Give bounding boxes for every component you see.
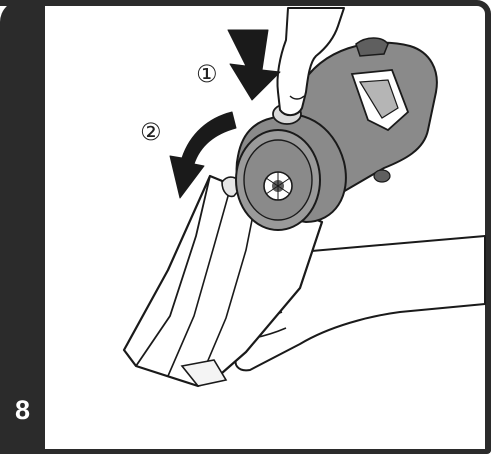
- arrow-press-icon: [228, 30, 280, 100]
- step-number: 8: [0, 395, 45, 426]
- callout-2: ②: [140, 118, 162, 146]
- callout-1: ①: [196, 60, 218, 88]
